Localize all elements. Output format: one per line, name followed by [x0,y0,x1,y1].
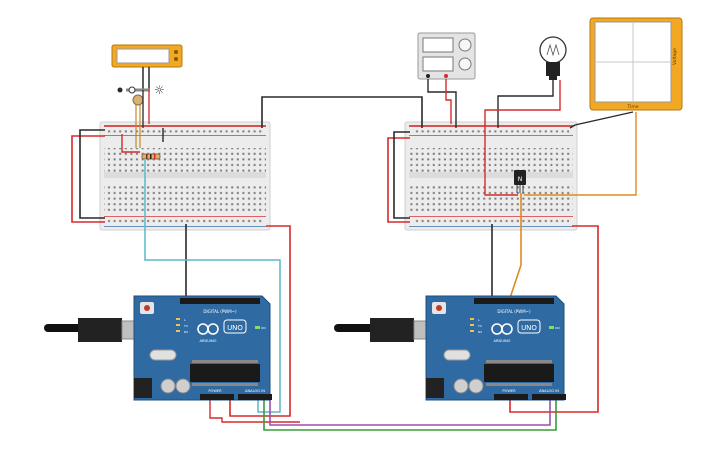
wire-left-5v[interactable] [229,225,291,417]
wire-left-small-red[interactable] [121,134,140,153]
wire-supply-black[interactable] [427,79,457,128]
wire-supply-red[interactable] [445,79,452,124]
right-arduino[interactable] [334,295,566,401]
right-maker-label: ARDUINO [494,339,511,343]
wire-transistor-orange[interactable] [509,193,522,299]
left-power-jack [134,378,152,398]
wire-left-rail-red[interactable] [71,135,105,223]
light-meter[interactable] [111,44,183,90]
wire-black-bridge[interactable] [261,96,423,128]
left-maker-label: ARDUINO [200,339,217,343]
right-l-label: L [478,318,480,322]
left-analog-label: ANALOG IN [245,389,265,393]
left-breadboard[interactable] [99,121,271,231]
light-bulb[interactable] [539,36,567,80]
right-usb-plug [370,318,414,342]
right-digital-label: DIGITAL (PWM~) [497,309,531,314]
left-usb-plug [78,318,122,342]
left-on-label: ON [261,326,266,330]
left-digital-label: DIGITAL (PWM~) [203,309,237,314]
power-supply[interactable] [417,32,476,80]
oscilloscope[interactable] [589,17,683,111]
left-uno-label: UNO [227,324,243,332]
transistor-label: N [518,176,523,183]
left-power-label: POWER [208,389,222,393]
resistor[interactable] [141,153,161,160]
wire-green-link[interactable] [263,400,557,431]
sun-icon: ☼ [154,83,165,97]
right-rx-label: RX [478,330,482,334]
right-power-label: POWER [502,389,516,393]
wire-right-5v[interactable] [509,225,599,413]
wire-left-rail-black[interactable] [79,129,105,219]
light-slider[interactable] [117,86,151,94]
right-power-jack [426,378,444,398]
oscilloscope-time-label: Time [626,104,638,110]
right-tx-label: TX [477,324,482,328]
right-uno-label: UNO [521,324,537,332]
wire-bottom-red[interactable] [209,400,300,423]
wire-scope-black[interactable] [569,111,634,129]
left-tx-label: TX [183,324,188,328]
left-arduino[interactable] [44,295,272,401]
dark-icon [117,87,123,93]
wire-bulb-black[interactable] [497,80,554,128]
left-rx-label: RX [184,330,188,334]
wire-scope-orange[interactable] [524,112,637,196]
right-analog-label: ANALOG IN [539,389,559,393]
right-on-label: ON [555,326,560,330]
right-breadboard[interactable] [404,121,578,231]
wire-purple-link[interactable] [269,400,551,426]
wire-right-rail-black[interactable] [393,131,410,219]
wire-bulb-red[interactable] [484,80,561,196]
transistor[interactable] [514,170,526,193]
oscilloscope-voltage-label: Voltage [672,48,678,65]
wire-left-cyan[interactable] [144,160,281,413]
wire-right-rail-red[interactable] [387,137,410,223]
left-l-label: L [184,318,186,322]
